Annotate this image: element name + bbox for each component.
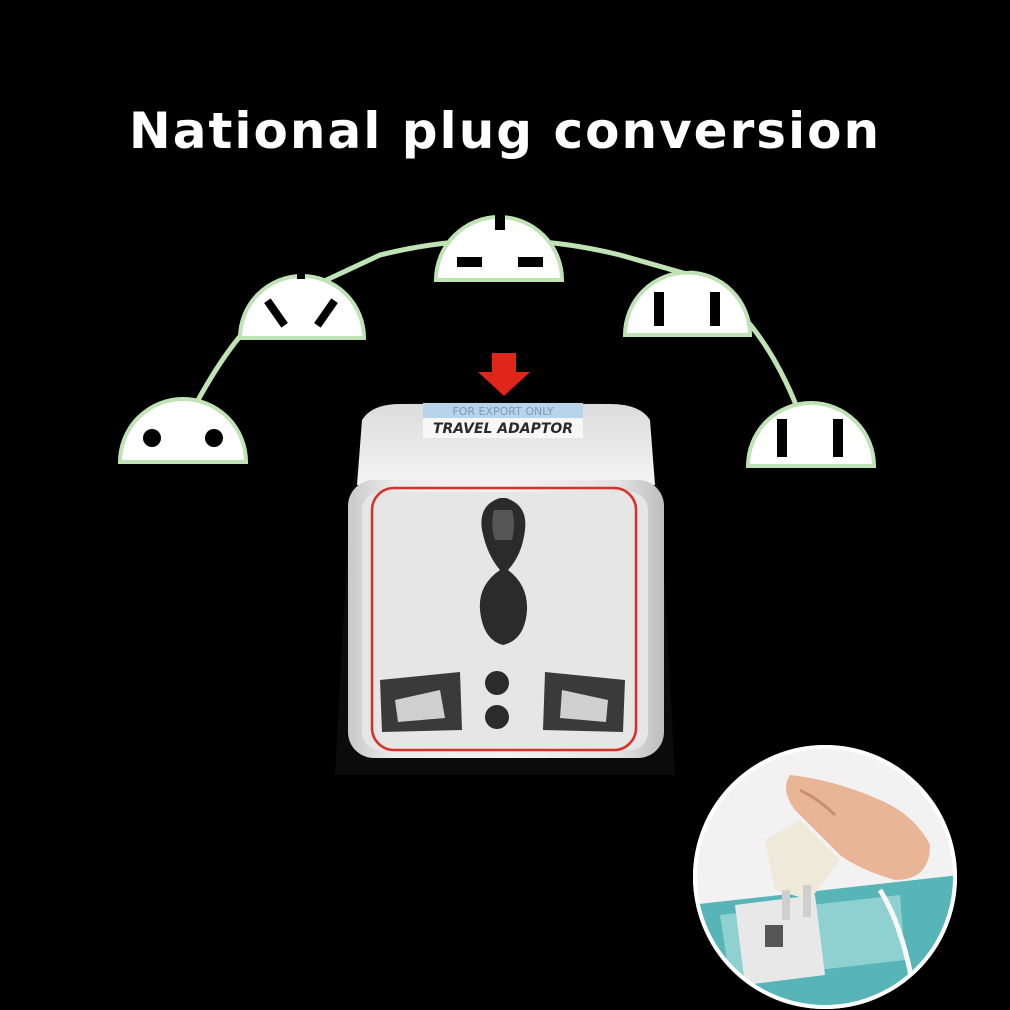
- socket-round-two-pin: [117, 397, 249, 464]
- travel-adaptor: FOR EXPORT ONLY TRAVEL ADAPTOR: [335, 402, 675, 775]
- adaptor-label-main: TRAVEL ADAPTOR: [433, 421, 573, 437]
- socket-uk-three-pin: [433, 202, 565, 282]
- socket-highlight-box: [370, 486, 638, 752]
- socket-angled-three-pin: [237, 245, 367, 340]
- usage-inset-photo: [693, 745, 957, 1009]
- adaptor-label-top: FOR EXPORT ONLY: [452, 405, 554, 418]
- socket-flat-two-pin: [745, 401, 877, 468]
- socket-us-three-pin: [622, 253, 753, 337]
- down-arrow-icon: [478, 353, 530, 396]
- page-title: National plug conversion: [128, 102, 882, 160]
